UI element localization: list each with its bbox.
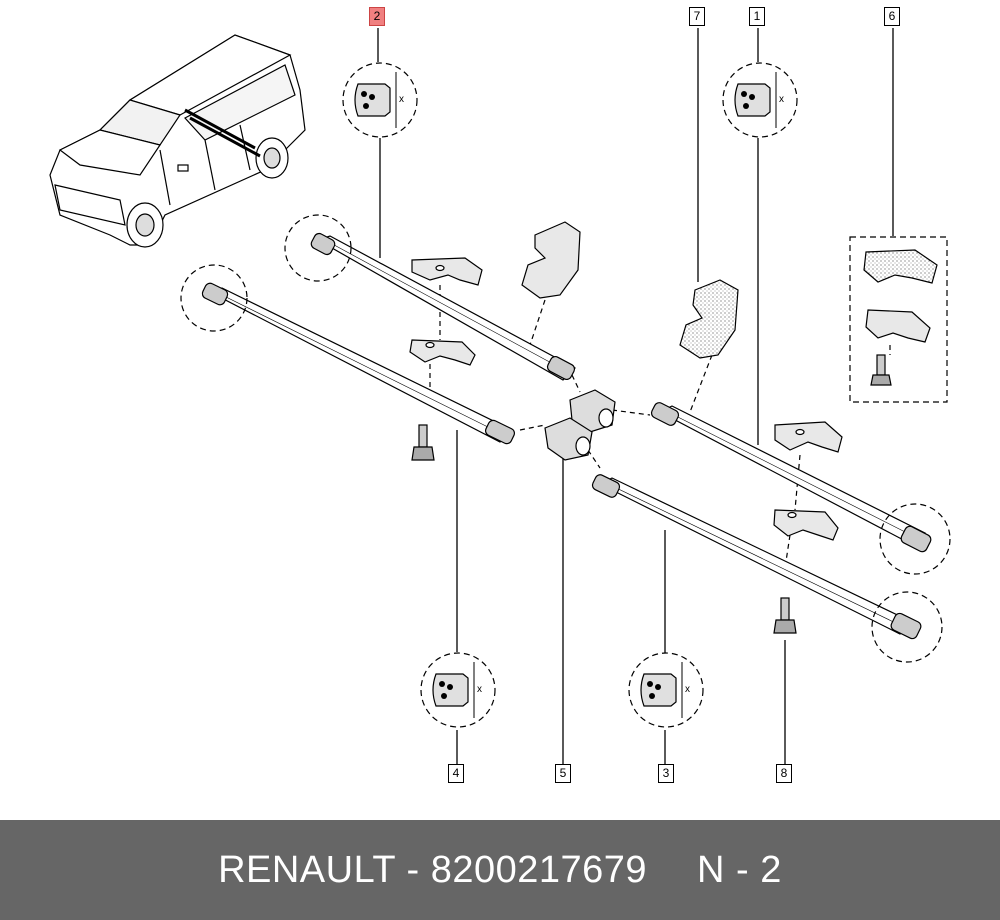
spline-detail-2	[342, 62, 418, 138]
exploded-view-diagram: x x x x	[49, 28, 951, 764]
callout-8[interactable]: 8	[776, 764, 792, 783]
dimension-mark-1: x	[779, 94, 784, 105]
brand-part-number: RENAULT - 8200217679	[218, 848, 648, 891]
torsion-bar-upper-right	[650, 402, 932, 553]
spline-detail-4	[420, 652, 496, 728]
clamp-left-lower	[409, 339, 476, 366]
kit-box-item-6	[849, 236, 948, 403]
clamp-right-lower	[773, 509, 839, 541]
dimension-mark-2: x	[399, 94, 404, 105]
callout-1[interactable]: 1	[749, 7, 765, 26]
part-footer-bar: RENAULT - 8200217679 N - 2	[0, 820, 1000, 920]
clamp-right-upper	[774, 421, 843, 453]
torsion-bar-upper-left	[310, 232, 576, 381]
callout-2[interactable]: 2	[369, 7, 385, 26]
central-coupling	[544, 389, 616, 461]
detail-circles-bar-ends	[180, 214, 951, 663]
torsion-bar-lower-left	[201, 282, 516, 445]
clamp-left-upper	[411, 257, 483, 286]
dimension-mark-4: x	[477, 684, 482, 695]
callout-3[interactable]: 3	[658, 764, 674, 783]
spline-detail-1	[722, 62, 798, 138]
diagram-reference: N - 2	[697, 848, 782, 891]
bolt-item-8	[773, 597, 797, 634]
spline-detail-3	[628, 652, 704, 728]
dimension-mark-3: x	[685, 684, 690, 695]
bearing-block-item-7	[679, 279, 739, 359]
torsion-bar-lower-right	[591, 474, 922, 640]
callout-7[interactable]: 7	[689, 7, 705, 26]
vehicle-illustration	[49, 34, 306, 248]
leader-lines	[377, 28, 894, 764]
callout-4[interactable]: 4	[448, 764, 464, 783]
callout-5[interactable]: 5	[555, 764, 571, 783]
callout-6[interactable]: 6	[884, 7, 900, 26]
bolt-left	[411, 424, 435, 461]
bearing-block-left	[521, 221, 581, 299]
